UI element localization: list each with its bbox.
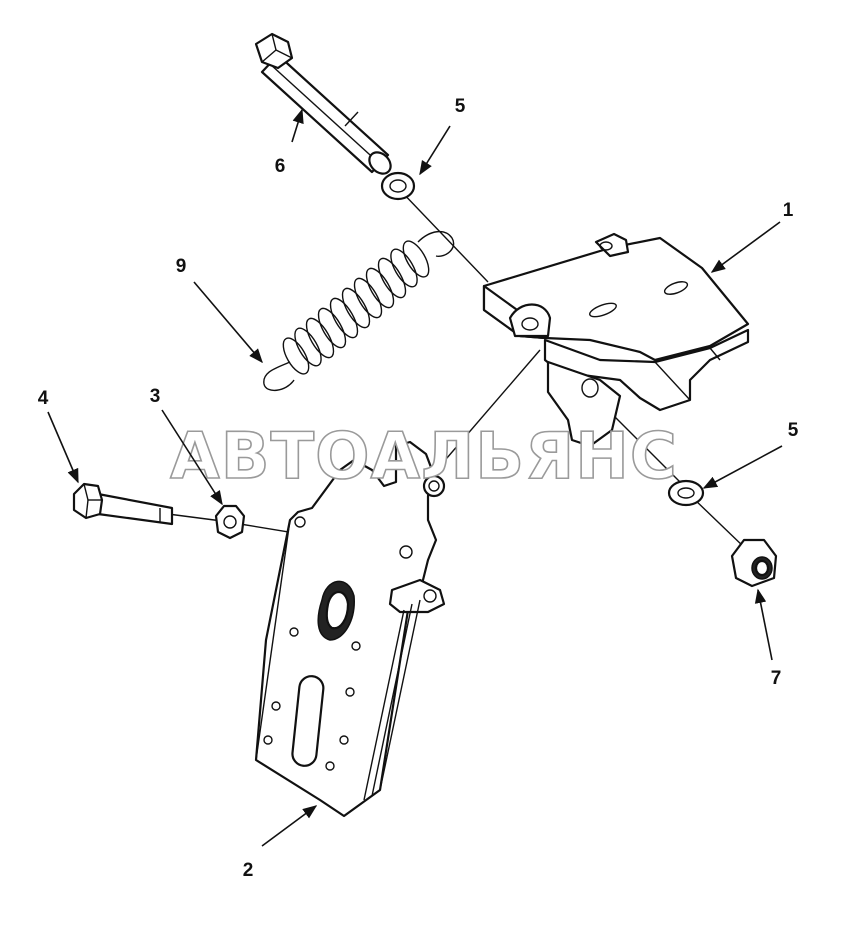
part-7-nut (730, 538, 778, 588)
callout-5-right: 5 (788, 420, 799, 441)
callout-4: 4 (38, 388, 49, 409)
part-9-spring (263, 231, 455, 391)
callout-1: 1 (783, 200, 794, 221)
part-6-pin (254, 32, 392, 175)
part-4-bolt (72, 482, 174, 526)
part-2-plate (254, 440, 446, 818)
callout-7: 7 (771, 668, 782, 689)
callout-6: 6 (275, 156, 286, 177)
callout-2: 2 (243, 860, 254, 881)
part-1-bracket (482, 232, 750, 448)
leader-lines (47, 108, 783, 847)
part-5-washer-right (667, 479, 705, 507)
callout-labels: 1 2 3 4 5 5 6 7 9 (38, 96, 799, 881)
callout-5-top: 5 (455, 96, 466, 117)
callout-9: 9 (176, 256, 187, 277)
callout-3: 3 (150, 386, 161, 407)
part-5-washer-top (380, 171, 416, 201)
part-3-nut (214, 504, 246, 540)
watermark-text: АВТОАЛЬЯНС (170, 420, 678, 494)
